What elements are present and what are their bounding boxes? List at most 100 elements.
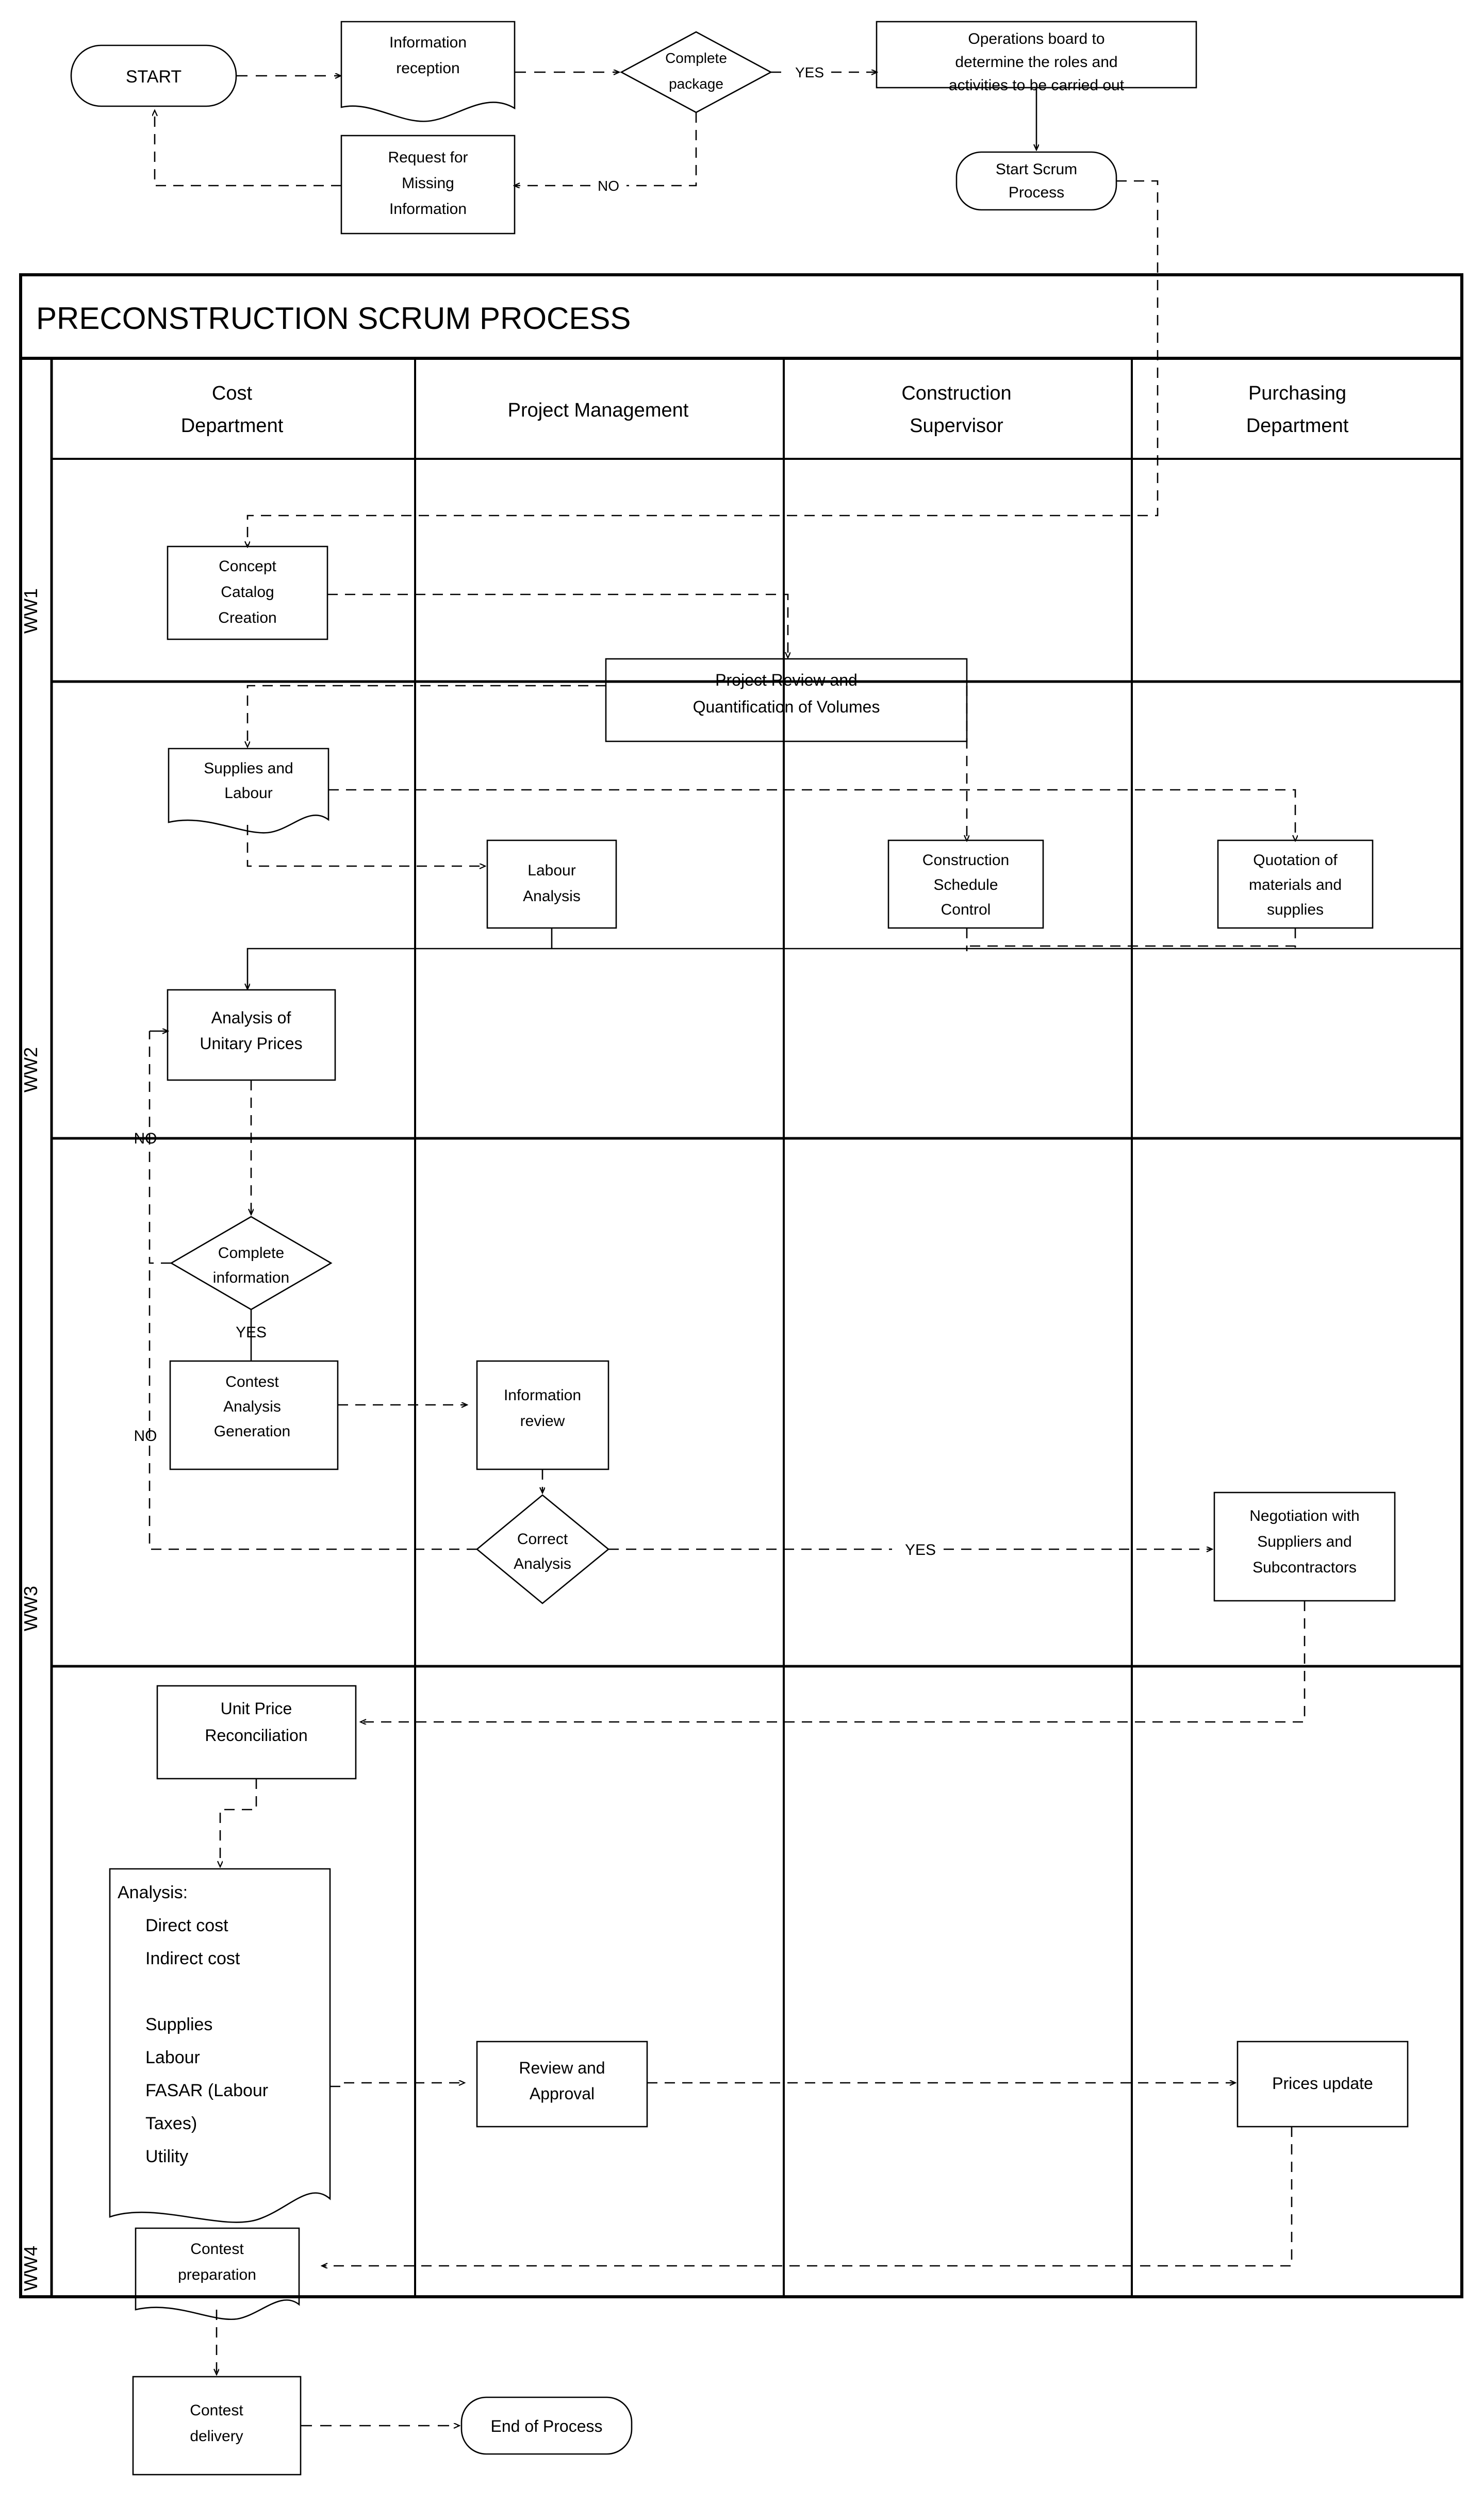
prices-update-label: Prices update xyxy=(1272,2074,1373,2093)
contest-analysis-l2: Analysis xyxy=(223,1398,281,1415)
information-review-l1: Information xyxy=(504,1387,581,1404)
quotation-l3: supplies xyxy=(1267,901,1324,918)
contest-delivery-l1: Contest xyxy=(190,2402,243,2419)
node-supplies-and-labour xyxy=(168,748,329,834)
column-header-purch-1: Purchasing xyxy=(1248,383,1346,404)
start-scrum-l2: Process xyxy=(1009,184,1064,201)
analysis-item-6: Taxes) xyxy=(145,2114,197,2133)
contest-analysis-l3: Generation xyxy=(214,1423,290,1440)
quotation-l2: materials and xyxy=(1249,876,1342,893)
edge-analysis-to-review-approval xyxy=(330,2083,464,2087)
project-review-l1: Project Review and xyxy=(715,671,858,689)
node-analysis-costs xyxy=(109,1868,331,2223)
contest-analysis-l1: Contest xyxy=(225,1373,279,1390)
review-approval-l1: Review and xyxy=(519,2059,605,2077)
lane-label-ww2: WW2 xyxy=(20,1047,41,1092)
node-complete-information-decision xyxy=(170,1216,333,1311)
node-contest-delivery xyxy=(132,2376,302,2476)
edge-label-no-ww3: NO xyxy=(134,1428,157,1445)
unit-price-recon-l1: Unit Price xyxy=(221,1699,292,1718)
lane-label-ww3: WW3 xyxy=(20,1586,41,1631)
swimlane-table-border xyxy=(19,273,1463,2298)
negotiation-l2: Suppliers and xyxy=(1257,1533,1351,1550)
page-title: PRECONSTRUCTION SCRUM PROCESS xyxy=(36,301,631,336)
edge-label-yes-top: YES xyxy=(795,64,824,80)
review-approval-l2: Approval xyxy=(530,2084,595,2103)
ops-board-l1: Operations board to xyxy=(968,30,1104,47)
analysis-item-5: FASAR (Labour xyxy=(145,2081,268,2100)
edge-projectreview-to-supplies xyxy=(248,685,606,747)
edge-request-to-start xyxy=(155,111,341,187)
lane-label-ww4: WW4 xyxy=(20,2246,41,2291)
start-label: START xyxy=(126,67,182,87)
column-header-purch-2: Department xyxy=(1246,415,1349,437)
contest-prep-l1: Contest xyxy=(190,2241,244,2258)
quotation-l1: Quotation of xyxy=(1253,852,1338,869)
analysis-item-1: Direct cost xyxy=(145,1916,228,1935)
complete-package-l1: Complete xyxy=(665,50,727,66)
unit-price-recon-l2: Reconciliation xyxy=(205,1726,307,1745)
edge-supplies-to-quotation xyxy=(328,789,1295,840)
node-contest-analysis-generation xyxy=(169,1360,339,1470)
complete-package-l2: package xyxy=(669,76,723,92)
request-missing-l3: Information xyxy=(389,201,467,218)
construction-schedule-l1: Construction xyxy=(922,852,1009,869)
ops-board-l2: determine the roles and xyxy=(955,54,1117,71)
request-missing-l1: Request for xyxy=(388,149,468,166)
column-header-pm-1: Project Management xyxy=(508,400,689,421)
request-missing-l2: Missing xyxy=(402,175,454,192)
construction-schedule-l3: Control xyxy=(941,901,991,918)
column-header-cs-2: Supervisor xyxy=(910,415,1003,437)
construction-schedule-l2: Schedule xyxy=(933,876,998,893)
contest-prep-l2: preparation xyxy=(178,2266,256,2283)
labour-analysis-l1: Labour xyxy=(527,862,575,879)
negotiation-l1: Negotiation with xyxy=(1249,1507,1359,1524)
complete-info-l1: Complete xyxy=(218,1245,284,1262)
supplies-labour-l2: Labour xyxy=(224,785,272,802)
column-header-cost-1: Cost xyxy=(212,383,253,404)
node-complete-package-decision xyxy=(620,31,772,113)
concept-catalog-l3: Creation xyxy=(218,609,276,626)
edge-concept-to-project-review xyxy=(327,593,788,657)
node-review-and-approval xyxy=(476,2041,648,2128)
unitary-prices-l2: Unitary Prices xyxy=(200,1034,302,1053)
edge-bus-horizontal xyxy=(248,948,1462,989)
edge-unitprice-to-analysis xyxy=(220,1779,257,1866)
column-header-cost-2: Department xyxy=(181,415,284,437)
information-reception-l1: Information xyxy=(389,34,467,51)
ops-board-l3: activities to be carried out xyxy=(949,77,1125,94)
edge-correct-analysis-no xyxy=(149,1263,477,1550)
edge-label-yes-correct-analysis: YES xyxy=(905,1541,936,1559)
lane-label-ww1: WW1 xyxy=(20,588,41,634)
information-reception-l2: reception xyxy=(396,60,459,77)
node-concept-catalog-creation xyxy=(167,545,328,640)
analysis-item-3: Supplies xyxy=(145,2015,212,2034)
project-review-l2: Quantification of Volumes xyxy=(693,698,880,716)
analysis-item-7: Utility xyxy=(145,2147,188,2166)
concept-catalog-l1: Concept xyxy=(219,558,276,575)
contest-delivery-l2: delivery xyxy=(190,2428,243,2445)
complete-info-l2: information xyxy=(213,1269,289,1286)
end-of-process-label: End of Process xyxy=(491,2417,603,2435)
node-contest-preparation xyxy=(135,2227,300,2320)
node-correct-analysis-decision xyxy=(475,1494,610,1604)
edge-complete-info-no xyxy=(149,1031,171,1264)
information-review-l2: review xyxy=(520,1413,565,1430)
edge-pricesupdate-to-contest-prep xyxy=(322,2127,1293,2266)
edge-label-yes-complete-info: YES xyxy=(236,1324,267,1341)
node-end-of-process xyxy=(460,2396,633,2455)
node-labour-analysis xyxy=(486,839,617,929)
edge-supplies-to-labour-analysis xyxy=(246,825,485,866)
correct-analysis-l1: Correct xyxy=(517,1531,568,1548)
unitary-prices-l1: Analysis of xyxy=(211,1008,291,1027)
start-scrum-l1: Start Scrum xyxy=(996,161,1077,178)
node-prices-update xyxy=(1236,2041,1409,2128)
correct-analysis-l2: Analysis xyxy=(514,1555,571,1572)
node-information-reception xyxy=(340,21,516,122)
analysis-title: Analysis: xyxy=(118,1883,188,1902)
negotiation-l3: Subcontractors xyxy=(1252,1559,1357,1576)
analysis-item-2: Indirect cost xyxy=(145,1949,240,1968)
edge-startscrum-to-ww1 xyxy=(248,180,1159,546)
